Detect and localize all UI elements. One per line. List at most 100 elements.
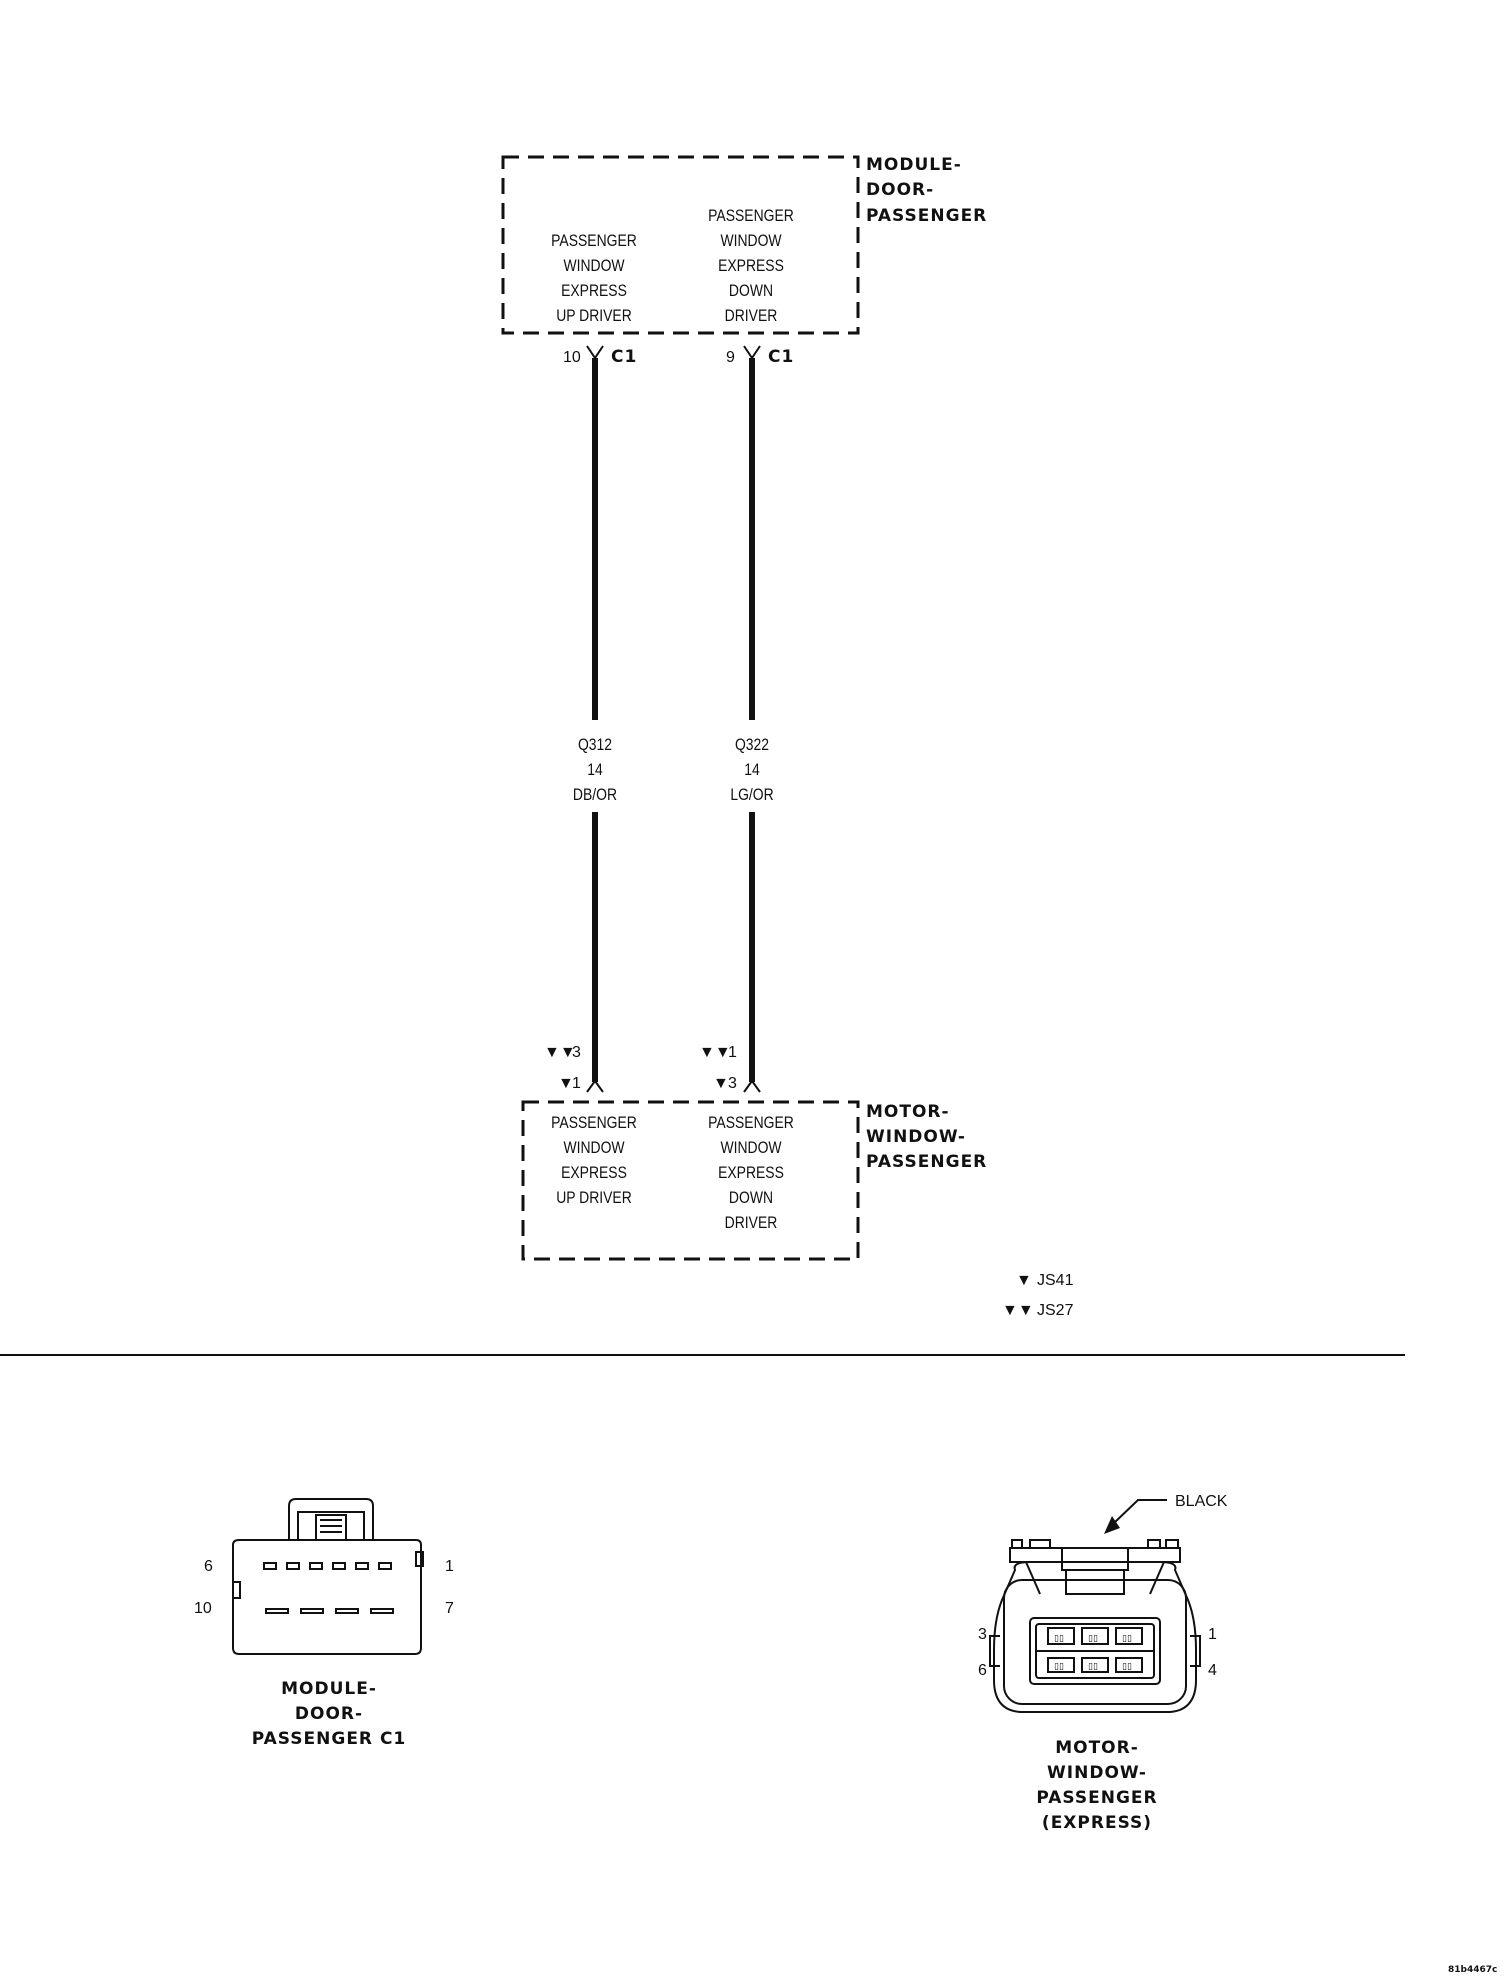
- module-c1-pin-row-top: [263, 1562, 392, 1570]
- motor-pin-right-label: PASSENGER WINDOW EXPRESS DOWN DRIVER: [708, 1114, 794, 1233]
- motor-pin-right-line-5: DRIVER: [725, 1214, 778, 1233]
- module-title-line-1: MODULE-: [866, 155, 962, 175]
- motor-callout-arrow-icon: [1104, 1516, 1120, 1534]
- motor-conn-side-bumps: [989, 1635, 1201, 1667]
- motor-conn-pin-1: 1: [1208, 1626, 1217, 1643]
- module-pin-left-line-2: WINDOW: [563, 257, 624, 276]
- module-pin-right-line-2: WINDOW: [720, 232, 781, 251]
- module-box-outline: [501, 155, 860, 335]
- right-motor-fork-icon: [743, 1079, 761, 1093]
- motor-title-line-2: WINDOW-: [866, 1127, 966, 1147]
- module-c1-pin: [378, 1562, 392, 1570]
- left-wire-color: DB/OR: [573, 786, 617, 805]
- left-connector-fork-icon: [586, 345, 604, 360]
- module-pin-left-label: PASSENGER WINDOW EXPRESS UP DRIVER: [551, 232, 637, 326]
- module-pin-right-line-3: EXPRESS: [718, 257, 784, 276]
- motor-conn-inner-shell: [1003, 1579, 1187, 1705]
- motor-conn-cavity-block: [1029, 1617, 1161, 1685]
- motor-conn-title-line-1: MOTOR-: [1055, 1738, 1139, 1758]
- left-gauge: 14: [587, 761, 603, 780]
- module-title-line-3: PASSENGER: [866, 206, 987, 226]
- module-c1-pin: [265, 1608, 289, 1614]
- figure-id: 81b4467c: [1448, 1965, 1497, 1975]
- motor-conn-pin: [1115, 1657, 1143, 1673]
- connector-view-module-c1: 6 1 10 7 MODULE- DOOR- PASSENGER C1: [194, 1498, 454, 1749]
- left-circuit: Q312: [578, 736, 612, 755]
- module-c1-pin: [286, 1562, 300, 1570]
- right-wire-color: LG/OR: [730, 786, 773, 805]
- motor-conn-pin-mark: ▯▯: [1088, 1634, 1098, 1644]
- module-c1-pin: [355, 1562, 369, 1570]
- legend: ▼ JS41 ▼▼ JS27: [1002, 1272, 1074, 1319]
- left-js41-marker: ▼: [558, 1075, 574, 1092]
- motor-conn-pin: [1047, 1657, 1075, 1673]
- left-js41-pin: 1: [572, 1075, 581, 1092]
- motor-conn-pin-mark: ▯▯: [1054, 1634, 1064, 1644]
- motor-conn-pin: [1081, 1627, 1109, 1645]
- module-c1-pin: [370, 1608, 394, 1614]
- legend-label-js41: JS41: [1037, 1272, 1074, 1289]
- right-connector-id: C1: [768, 347, 794, 367]
- motor-title-line-3: PASSENGER: [866, 1152, 987, 1172]
- motor-conn-pin-4: 4: [1208, 1662, 1217, 1679]
- module-c1-latch-tab: [315, 1514, 347, 1541]
- module-c1-latch-inner: [297, 1511, 365, 1540]
- motor-conn-pin-mark: ▯▯: [1088, 1662, 1098, 1672]
- module-pin-right-line-4: DOWN: [729, 282, 773, 301]
- motor-conn-pin: [1047, 1627, 1075, 1645]
- module-c1-pin: [335, 1608, 359, 1614]
- right-js27-marker: ▼▼: [699, 1044, 731, 1061]
- module-c1-pin-10: 10: [194, 1600, 212, 1617]
- motor-pin-left-label: PASSENGER WINDOW EXPRESS UP DRIVER: [551, 1114, 637, 1208]
- module-pin-left-line-1: PASSENGER: [551, 232, 637, 251]
- module-title-line-2: DOOR-: [866, 180, 934, 200]
- motor-conn-title-line-2: WINDOW-: [1047, 1763, 1147, 1783]
- module-c1-pin: [263, 1562, 277, 1570]
- left-cavity-number: 10: [563, 349, 581, 366]
- module-c1-pin-7: 7: [445, 1600, 454, 1617]
- module-c1-pin-6: 6: [204, 1558, 213, 1575]
- module-c1-title-line-1: MODULE-: [281, 1679, 377, 1699]
- motor-conn-title-line-4: (EXPRESS): [1042, 1813, 1152, 1833]
- motor-conn-top-tabs-right: [1147, 1539, 1179, 1548]
- motor-conn-pin-6: 6: [978, 1662, 987, 1679]
- motor-conn-pin-row-top: ▯▯ ▯▯ ▯▯: [1047, 1627, 1143, 1645]
- left-motor-fork-icon: [586, 1079, 604, 1093]
- wire-q312: 10 C1 Q312 14 DB/OR ▼▼ 3 ▼ 1: [544, 345, 636, 1093]
- module-pin-right-line-5: DRIVER: [725, 307, 778, 326]
- right-js27-pin: 1: [728, 1044, 737, 1061]
- right-circuit: Q322: [735, 736, 769, 755]
- right-gauge: 14: [744, 761, 760, 780]
- motor-box-outline: [521, 1100, 860, 1261]
- motor-conn-body: [993, 1561, 1197, 1713]
- motor-pin-left-line-4: UP DRIVER: [556, 1189, 632, 1208]
- motor-conn-title-line-3: PASSENGER: [1036, 1788, 1157, 1808]
- module-c1-pin: [309, 1562, 323, 1570]
- module-c1-key: [233, 1581, 241, 1599]
- module-c1-pin: [300, 1608, 324, 1614]
- left-js27-marker: ▼▼: [544, 1044, 576, 1061]
- motor-conn-latch: [1061, 1547, 1129, 1571]
- right-js41-marker: ▼: [713, 1075, 729, 1092]
- module-pin-left-line-4: UP DRIVER: [556, 307, 632, 326]
- motor-pin-right-line-3: EXPRESS: [718, 1164, 784, 1183]
- module-pin-right-label: PASSENGER WINDOW EXPRESS DOWN DRIVER: [708, 207, 794, 326]
- module-c1-side-tab: [415, 1551, 424, 1567]
- motor-conn-pin: [1081, 1657, 1109, 1673]
- motor-conn-pin-mark: ▯▯: [1122, 1634, 1132, 1644]
- motor-conn-top-rail: [1009, 1547, 1181, 1563]
- wire-q322: 9 C1 Q322 14 LG/OR ▼▼ 1 ▼ 3: [699, 345, 794, 1093]
- module-c1-body: [232, 1539, 422, 1655]
- module-c1-pin: [332, 1562, 346, 1570]
- module-pin-right-line-1: PASSENGER: [708, 207, 794, 226]
- motor-conn-guides: [1025, 1561, 1165, 1595]
- module-c1-title-line-3: PASSENGER C1: [252, 1729, 407, 1749]
- motor-conn-top-tabs-left: [1011, 1539, 1051, 1548]
- motor-pin-left-line-3: EXPRESS: [561, 1164, 627, 1183]
- legend-label-js27: JS27: [1037, 1302, 1074, 1319]
- right-js41-pin: 3: [728, 1075, 737, 1092]
- legend-marker-1: ▼: [1016, 1272, 1032, 1289]
- module-door-passenger: MODULE- DOOR- PASSENGER PASSENGER WINDOW…: [501, 155, 987, 335]
- module-pin-left-line-3: EXPRESS: [561, 282, 627, 301]
- motor-conn-pin-mark: ▯▯: [1054, 1662, 1064, 1672]
